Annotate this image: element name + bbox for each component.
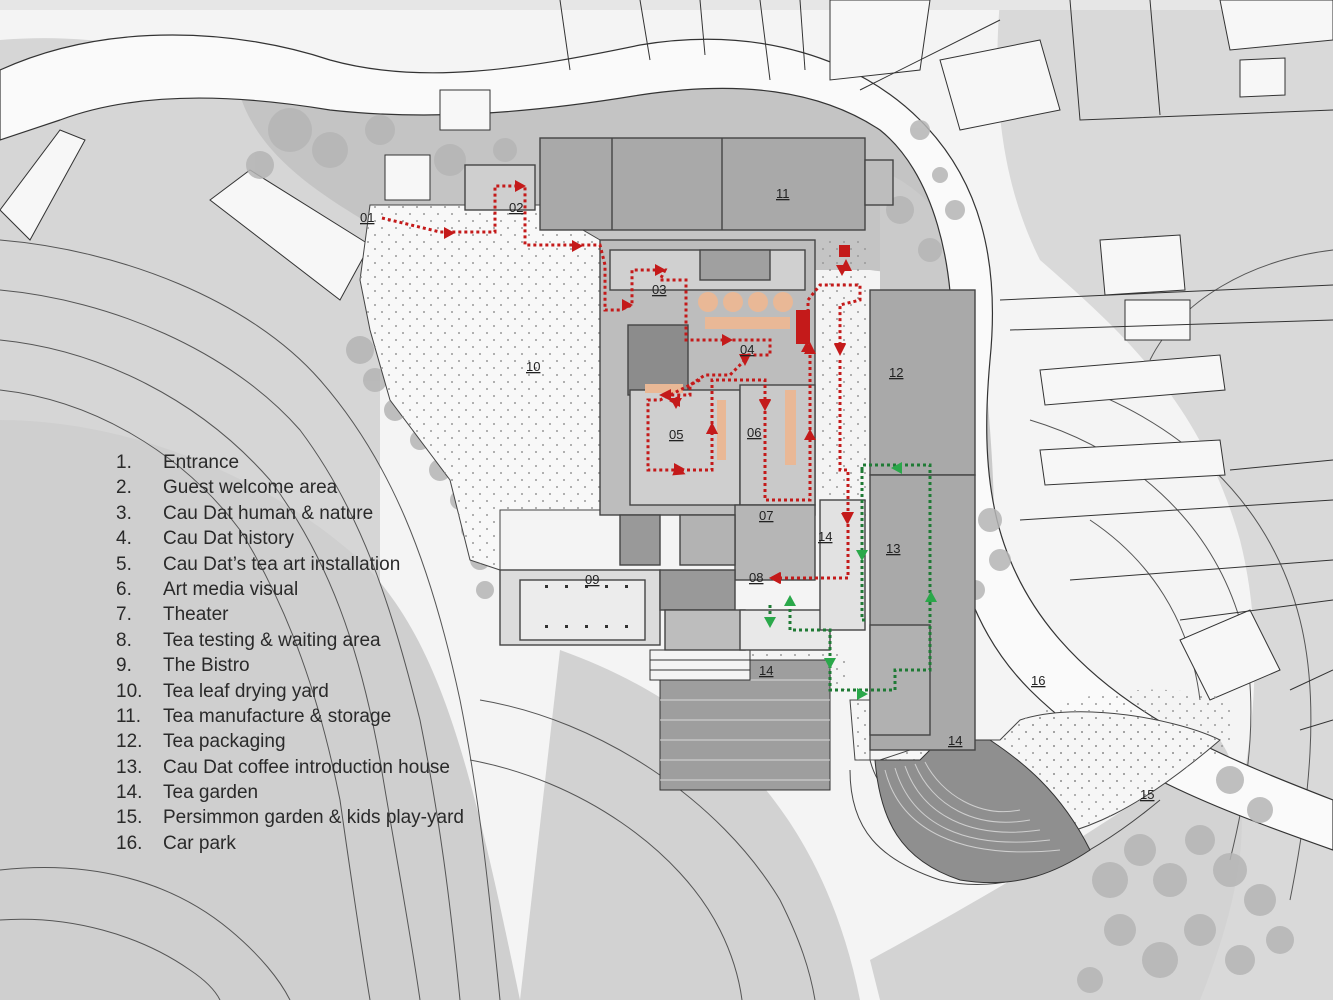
buildings <box>464 137 976 751</box>
legend-item: 1. Entrance <box>116 450 536 475</box>
neighbour-buildings <box>0 0 1333 701</box>
plan-label-10: 10 <box>526 359 540 374</box>
plan-label-12: 12 <box>889 365 903 380</box>
red-route <box>381 184 862 584</box>
legend-item-number: 2. <box>116 477 132 499</box>
legend-item: 9. The Bistro <box>116 653 536 678</box>
legend-item-number: 15. <box>116 807 143 829</box>
legend-item-number: 13. <box>116 756 143 778</box>
plan-label-15: 15 <box>1140 787 1154 802</box>
legend-item-number: 11. <box>116 705 142 727</box>
green-arrowheads <box>764 462 937 700</box>
plan-label-08: 08 <box>749 570 763 585</box>
plan-label-02: 02 <box>509 200 523 215</box>
legend-item: 12. Tea packaging <box>116 729 536 754</box>
legend-item-number: 3. <box>116 502 132 524</box>
legend-item: 15. Persimmon garden & kids play-yard <box>116 805 536 830</box>
legend-item-label: Cau Dat coffee introduction house <box>163 756 450 778</box>
plan-label-07: 07 <box>759 508 773 523</box>
legend-item-number: 9. <box>116 655 132 677</box>
legend-item-number: 7. <box>116 604 132 626</box>
legend-item: 13. Cau Dat coffee introduction house <box>116 755 536 780</box>
plan-label-11: 11 <box>776 186 790 201</box>
legend-item: 7. Theater <box>116 602 536 627</box>
legend-item-label: Cau Dat history <box>163 528 294 550</box>
legend-item: 8. Tea testing & waiting area <box>116 628 536 653</box>
legend-item-number: 8. <box>116 629 132 651</box>
legend-item-label: Cau Dat’s tea art installation <box>163 553 401 575</box>
legend-item-label: Tea garden <box>163 782 259 804</box>
plan-labels: 01 02 03 04 05 06 07 08 09 10 11 12 13 1… <box>360 186 1154 802</box>
legend-item-number: 5. <box>116 553 132 575</box>
legend-item: 10. Tea leaf drying yard <box>116 679 536 704</box>
legend-item-label: Tea packaging <box>163 731 286 753</box>
legend-item: 5. Cau Dat’s tea art installation <box>116 552 536 577</box>
legend-item-number: 4. <box>116 528 132 550</box>
exhibits <box>645 292 796 465</box>
legend: 1. Entrance 2. Guest welcome area 3. Cau Dat … <box>116 450 536 856</box>
dotted-yards <box>359 204 1230 885</box>
legend-item-number: 14. <box>116 782 143 804</box>
legend-item: 11. Tea manufacture & storage <box>116 704 536 729</box>
legend-item-label: Theater <box>163 604 229 626</box>
plan-label-04: 04 <box>740 342 754 357</box>
red-arrowheads <box>444 180 853 584</box>
road <box>0 34 1333 851</box>
legend-item-number: 12. <box>116 731 143 753</box>
legend-item: 4. Cau Dat history <box>116 526 536 551</box>
legend-item: 14. Tea garden <box>116 780 536 805</box>
legend-item-number: 6. <box>116 578 132 600</box>
legend-item: 2. Guest welcome area <box>116 475 536 500</box>
plan-label-14-a: 14 <box>818 529 832 544</box>
legend-item-label: Tea leaf drying yard <box>163 680 329 702</box>
plan-label-09: 09 <box>585 572 599 587</box>
legend-item-label: Entrance <box>163 452 240 473</box>
legend-item-label: Persimmon garden & kids play-yard <box>163 807 464 829</box>
plan-label-06: 06 <box>747 425 761 440</box>
plan-label-14-c: 14 <box>948 733 962 748</box>
terraced-garden <box>649 649 1091 884</box>
legend-item-number: 10. <box>116 680 143 702</box>
plan-label-16: 16 <box>1031 673 1045 688</box>
legend-item: 16. Car park <box>116 831 536 856</box>
legend-item-label: Cau Dat human & nature <box>163 502 374 524</box>
plan-label-13: 13 <box>886 541 900 556</box>
plan-label-03: 03 <box>652 282 666 297</box>
legend-item-label: Tea testing & waiting area <box>163 629 381 651</box>
legend-item: 3. Cau Dat human & nature <box>116 501 536 526</box>
contour-lines <box>0 239 1333 1000</box>
legend-item-label: Car park <box>163 832 236 854</box>
legend-item: 6. Art media visual <box>116 577 536 602</box>
legend-item-label: Art media visual <box>163 578 299 600</box>
bistro-columns <box>545 585 628 628</box>
legend-item-number: 16. <box>116 832 143 854</box>
plan-label-14-b: 14 <box>759 663 773 678</box>
legend-item-label: The Bistro <box>163 655 250 677</box>
legend-item-number: 1. <box>116 452 132 473</box>
legend-item-label: Guest welcome area <box>163 477 338 499</box>
plan-label-05: 05 <box>669 427 683 442</box>
plan-label-01: 01 <box>360 210 374 225</box>
property-lines <box>559 0 1333 731</box>
legend-item-label: Tea manufacture & storage <box>163 705 392 727</box>
